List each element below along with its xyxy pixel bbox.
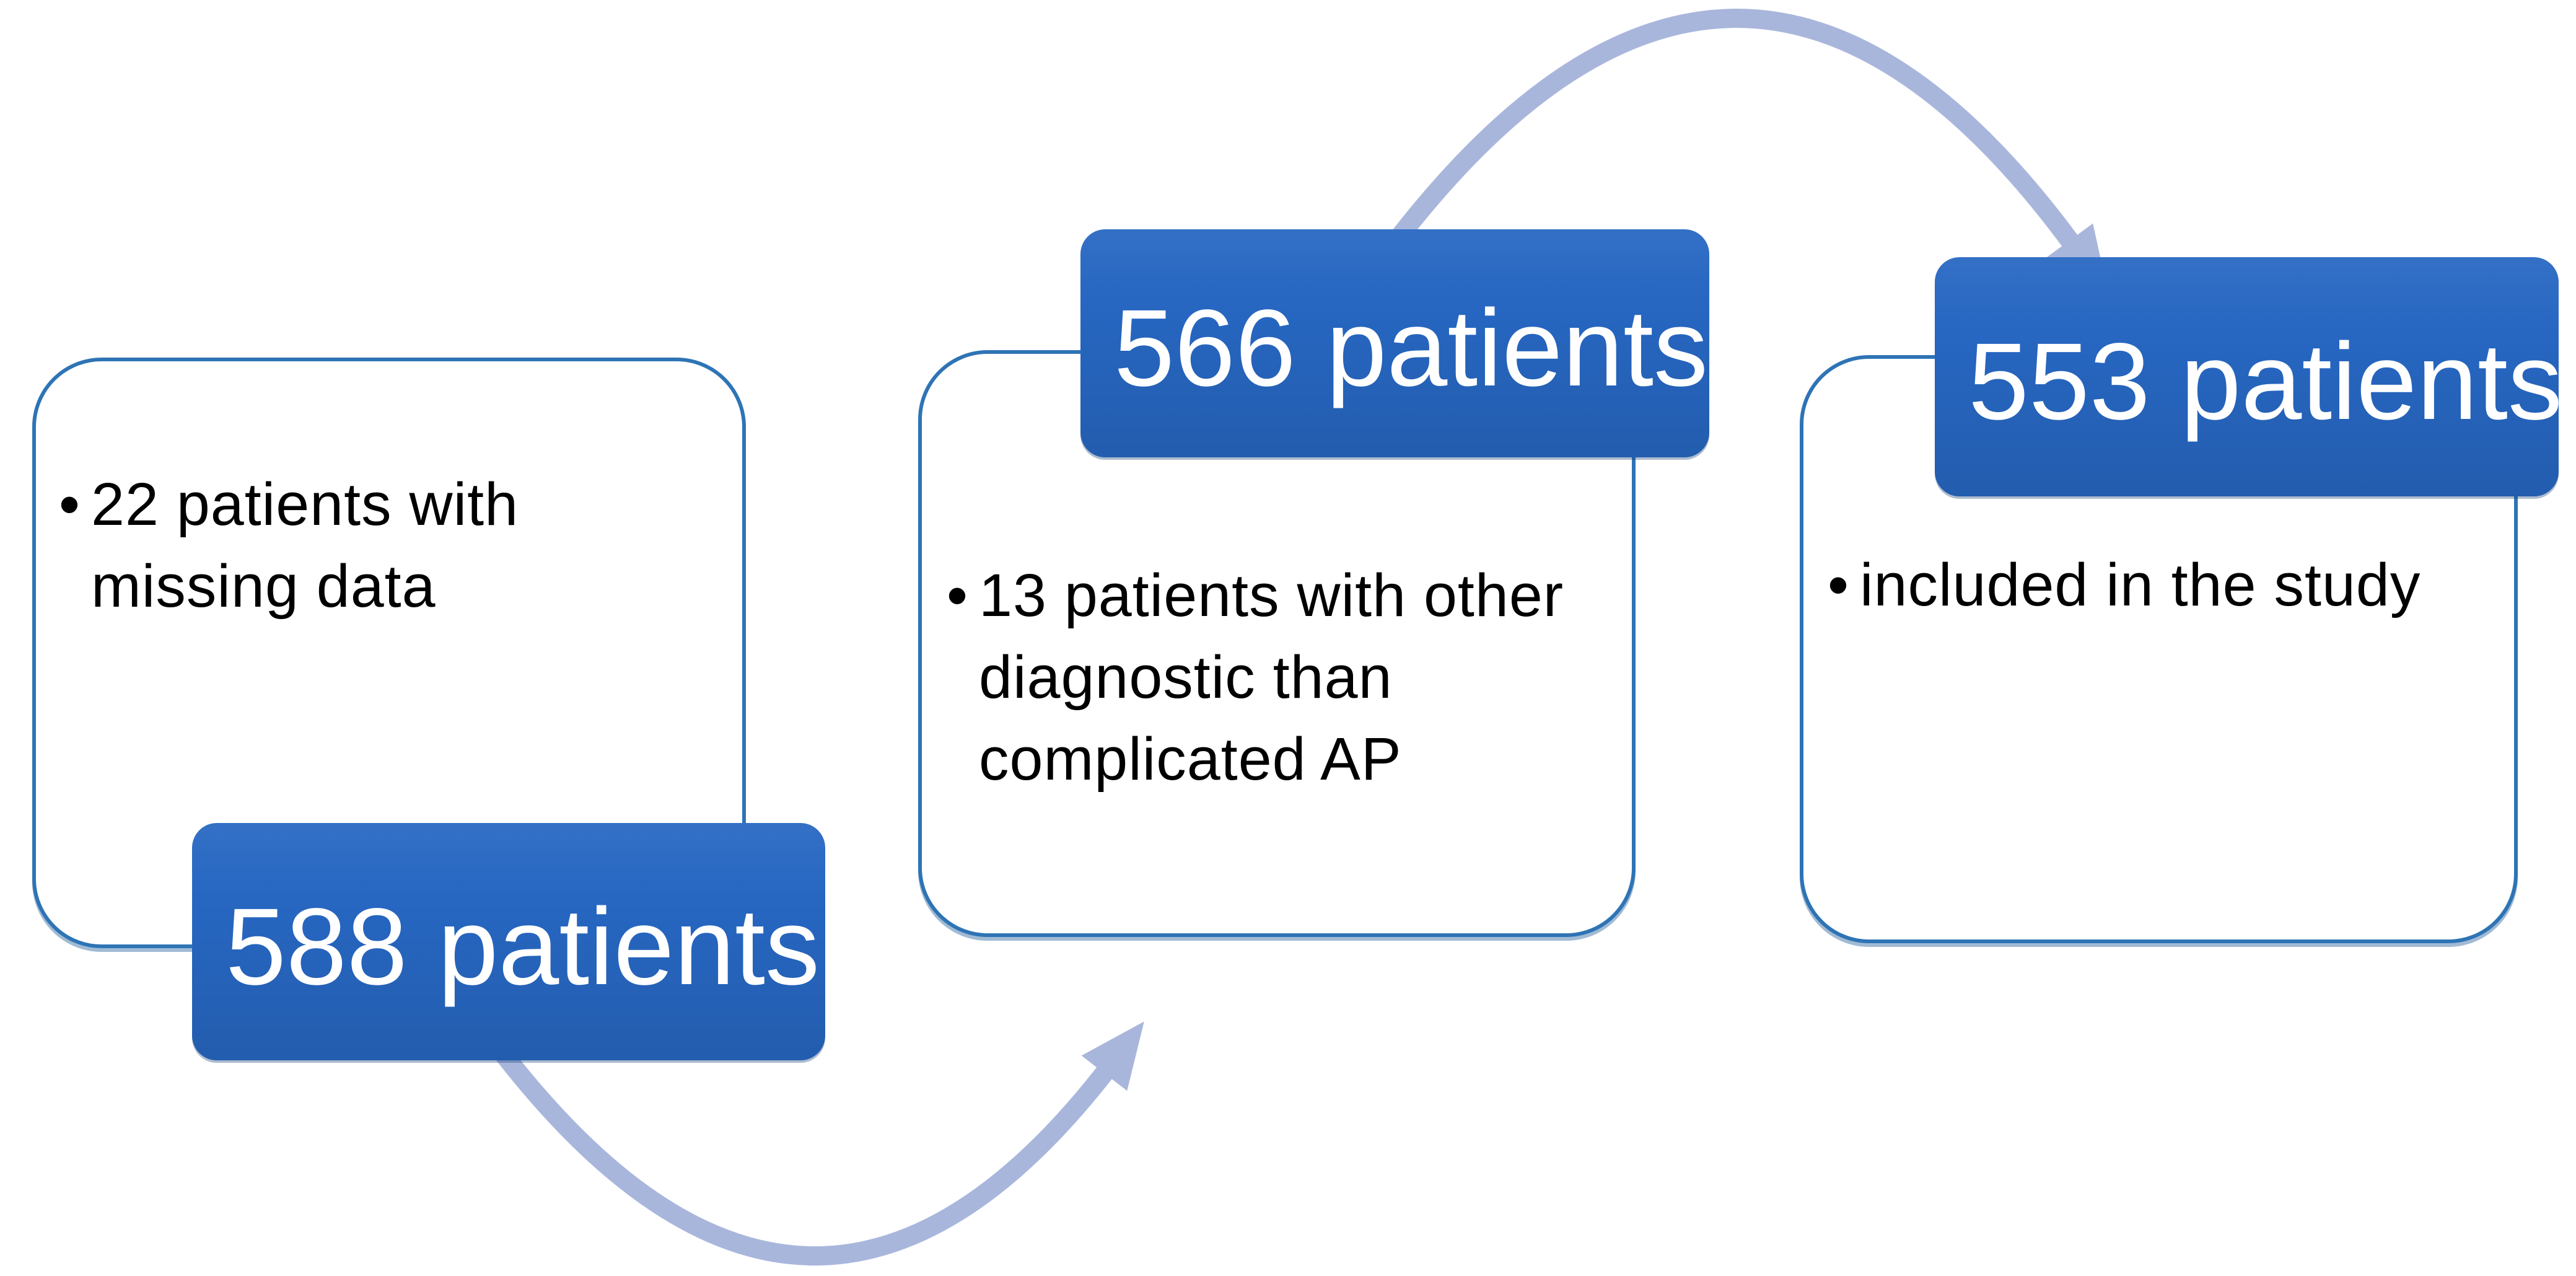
bullet-icon: •	[59, 470, 81, 538]
count-box-step-3: 553 patients	[1935, 257, 2562, 496]
callout-line: missing data	[91, 552, 436, 620]
callout-step-2-text: 13 patients with other diagnostic than c…	[979, 555, 1564, 800]
callout-line: 13 patients with other	[979, 561, 1564, 629]
curved-arrow-up-right-icon	[495, 1021, 1144, 1265]
callout-line: included in the study	[1860, 551, 2421, 618]
count-box-step-2: 566 patients	[1080, 229, 1709, 457]
callout-line: 22 patients with	[91, 470, 519, 538]
callout-line: diagnostic than	[979, 643, 1393, 711]
bullet-icon: •	[1828, 551, 1849, 618]
callout-line: complicated AP	[979, 725, 1402, 793]
callout-step-1: • 22 patients with missing data	[59, 464, 519, 627]
callout-step-3: • included in the study	[1828, 544, 2420, 626]
callout-step-3-text: included in the study	[1860, 544, 2420, 626]
count-box-step-1: 588 patients	[192, 823, 825, 1060]
bullet-icon: •	[947, 561, 968, 629]
callout-step-1-text: 22 patients with missing data	[91, 464, 519, 627]
callout-step-2: • 13 patients with other diagnostic than…	[947, 555, 1564, 800]
curved-arrow-down-right-icon	[1383, 9, 2108, 294]
